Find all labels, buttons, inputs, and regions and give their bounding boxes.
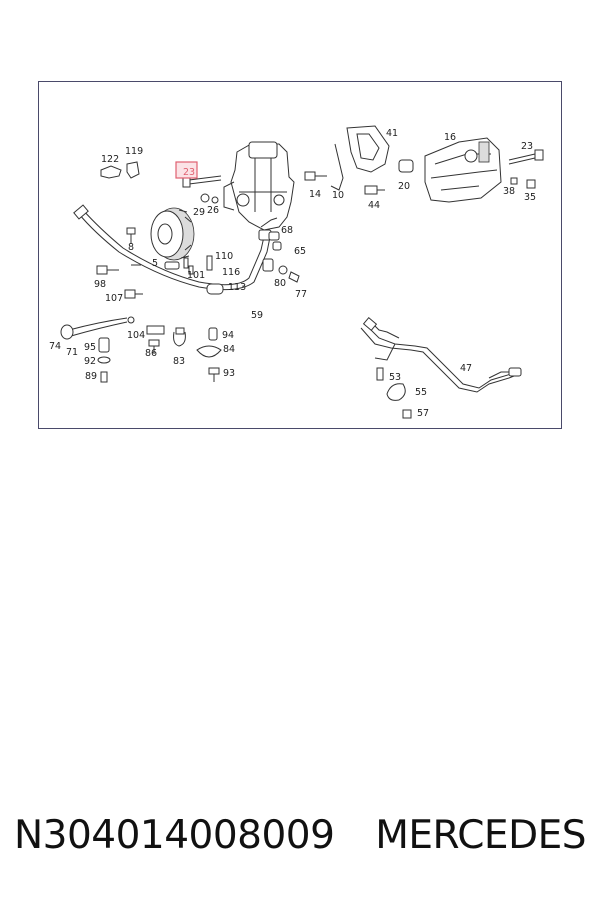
label-89: 89 [85,371,97,382]
label-98: 98 [94,279,106,290]
caption: N304014008009 MERCEDES [0,805,600,865]
label-77: 77 [295,289,307,300]
label-71: 71 [66,347,78,358]
label-38: 38 [503,186,515,197]
label-74: 74 [49,341,61,352]
label-14: 14 [309,189,321,200]
pipe-47-drawing [360,317,522,393]
label-26: 26 [207,205,219,216]
label-10: 10 [332,190,344,201]
label-116: 116 [222,267,240,278]
label-53: 53 [389,372,401,383]
label-44: 44 [368,200,380,211]
label-110: 110 [215,251,233,262]
label-122: 122 [101,154,119,165]
bracket-16-drawing [424,137,502,203]
label-41: 41 [386,128,398,139]
label-35: 35 [524,192,536,203]
pulley-drawing [150,207,195,261]
part-number: N304014008009 [14,812,335,858]
label-84: 84 [223,344,235,355]
label-95: 95 [84,342,96,353]
part-labels: 122 119 23 29 26 8 5 110 101 116 113 68 … [49,128,536,419]
label-65: 65 [294,246,306,257]
label-113: 113 [228,282,246,293]
label-23-highlighted: 23 [183,167,195,178]
label-94: 94 [222,330,234,341]
label-20: 20 [398,181,410,192]
label-93: 93 [223,368,235,379]
label-83: 83 [173,356,185,367]
label-59: 59 [251,310,263,321]
label-8: 8 [128,242,134,253]
label-16: 16 [444,132,456,143]
label-107: 107 [105,293,123,304]
label-92: 92 [84,356,96,367]
steering-pump-drawing [223,141,295,231]
label-57: 57 [417,408,429,419]
parts-diagram: 122 119 23 29 26 8 5 110 101 116 113 68 … [38,81,562,429]
label-80: 80 [274,278,286,289]
label-104: 104 [127,330,145,341]
label-101: 101 [187,270,205,281]
label-86: 86 [145,348,157,359]
label-55: 55 [415,387,427,398]
label-5: 5 [152,258,158,269]
brand-name: MERCEDES [375,812,586,858]
label-119: 119 [125,146,143,157]
parts-diagram-drawing: 122 119 23 29 26 8 5 110 101 116 113 68 … [49,125,544,419]
bracket-41-drawing [330,125,390,191]
label-68: 68 [281,225,293,236]
highlight-box [175,161,198,179]
bolt-23-drawing [175,161,222,188]
label-47: 47 [460,363,472,374]
label-29: 29 [193,207,205,218]
hose-59-drawing [73,204,278,291]
label-23: 23 [521,141,533,152]
